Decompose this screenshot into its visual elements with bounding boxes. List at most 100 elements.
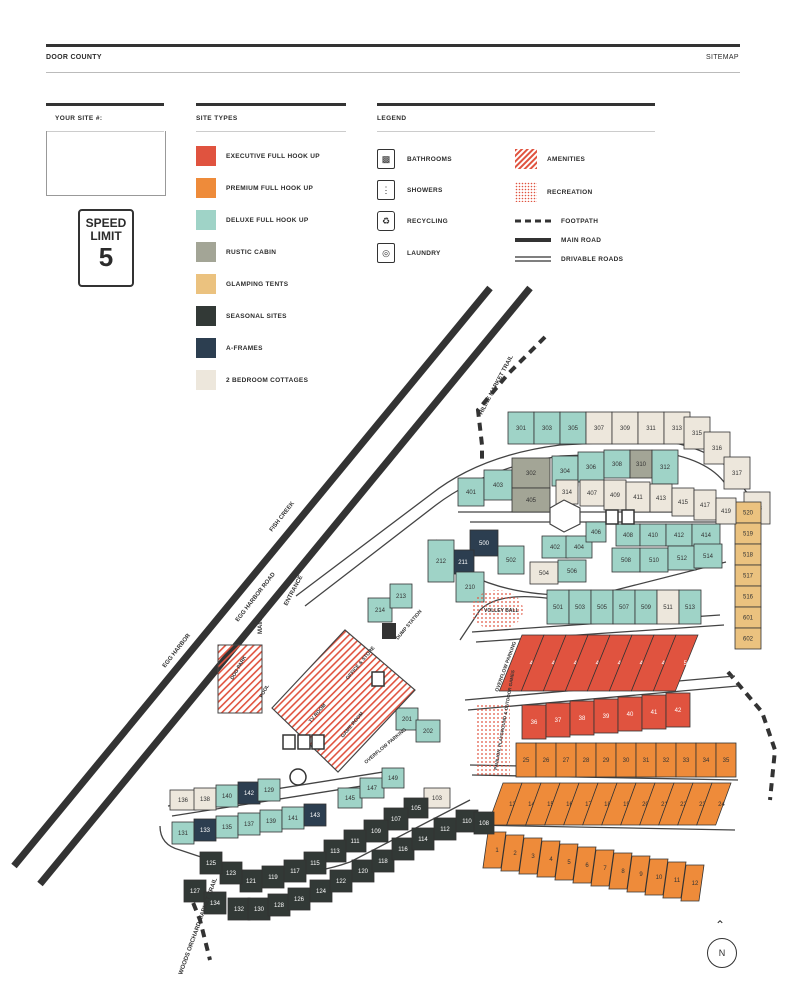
campsite-116[interactable]: 116	[391, 837, 415, 861]
campsite-301[interactable]: 301	[507, 411, 535, 445]
campsite-123[interactable]: 123	[219, 861, 243, 885]
campsite-36[interactable]: 36	[521, 704, 547, 740]
campsite-lot[interactable]	[557, 559, 587, 583]
campsite-122[interactable]: 122	[329, 869, 353, 893]
campsite-149[interactable]: 149	[381, 767, 405, 789]
campsite-409[interactable]: 409	[603, 479, 627, 511]
campsite-113[interactable]: 113	[323, 839, 347, 863]
campsite-303[interactable]: 303	[533, 411, 561, 445]
campsite-112[interactable]: 112	[433, 817, 457, 841]
dog-park-pool-area[interactable]	[217, 644, 263, 714]
campsite-517[interactable]: 517	[734, 564, 762, 587]
campsite-1[interactable]: 1	[482, 831, 507, 869]
campsite-317[interactable]: 317	[723, 456, 751, 490]
campsite-411[interactable]: 411	[625, 481, 651, 513]
campsite-406[interactable]: 406	[585, 521, 607, 543]
campsite-lot[interactable]	[457, 477, 485, 507]
campsite-119[interactable]: 119	[261, 865, 285, 889]
campsite-lot[interactable]	[383, 807, 409, 831]
campsite-3[interactable]: 3	[518, 837, 543, 875]
campsite-5[interactable]: 5	[554, 843, 579, 881]
campsite-2[interactable]: 2	[500, 834, 525, 872]
campsite-lot[interactable]	[389, 583, 413, 609]
campsite-311[interactable]: 311	[637, 411, 665, 445]
campsite-108[interactable]: 108	[473, 811, 495, 835]
campsite-103[interactable]: 103	[423, 787, 451, 809]
volleyball-court[interactable]	[471, 590, 523, 630]
campsite-lot[interactable]	[511, 487, 551, 513]
campsite-403[interactable]: 403	[483, 469, 513, 501]
campsite-120[interactable]: 120	[351, 859, 375, 883]
campsite-506[interactable]: 506	[557, 559, 587, 583]
campsite-lot[interactable]	[203, 891, 227, 915]
campsite-7[interactable]: 7	[590, 849, 615, 887]
campsite-128[interactable]: 128	[267, 893, 291, 917]
campsite-512[interactable]: 512	[667, 545, 697, 571]
campsite-lot[interactable]	[579, 479, 605, 507]
campsite-505[interactable]: 505	[590, 589, 614, 625]
campsite-109[interactable]: 109	[363, 819, 389, 843]
campsite-9[interactable]: 9	[626, 855, 651, 893]
campsite-513[interactable]: 513	[678, 589, 702, 625]
campsite-38[interactable]: 38	[569, 700, 595, 736]
campsite-314[interactable]: 314	[555, 479, 579, 505]
campsite-lot[interactable]	[511, 457, 551, 489]
campsite-312[interactable]: 312	[651, 449, 679, 485]
campsite-25[interactable]: 25	[515, 742, 537, 778]
campsite-28[interactable]: 28	[575, 742, 597, 778]
campsite-500[interactable]: 500	[469, 529, 499, 557]
campsite-lot[interactable]	[554, 843, 579, 881]
campsite-511[interactable]: 511	[656, 589, 680, 625]
campsite-lot[interactable]	[715, 742, 737, 778]
campsite-503[interactable]: 503	[568, 589, 592, 625]
campsite-lot[interactable]	[617, 696, 643, 732]
campsite-142[interactable]: 142	[237, 781, 261, 805]
campsite-lot[interactable]	[323, 839, 347, 863]
campsite-lot[interactable]	[395, 707, 419, 731]
campsite-lot[interactable]	[559, 411, 587, 445]
campsite-32[interactable]: 32	[655, 742, 677, 778]
campsite-lot[interactable]	[199, 851, 223, 875]
campsite-520[interactable]: 520	[734, 501, 762, 524]
campsite-lot[interactable]	[611, 411, 639, 445]
campsite-202[interactable]: 202	[415, 719, 441, 743]
campsite-140[interactable]: 140	[215, 784, 239, 808]
campsite-lot[interactable]	[723, 456, 751, 490]
campsite-lot[interactable]	[257, 778, 281, 802]
campsite-213[interactable]: 213	[389, 583, 413, 609]
campsite-211[interactable]: 211	[451, 549, 475, 575]
campsite-24[interactable]: 24	[696, 782, 732, 826]
campsite-lot[interactable]	[536, 840, 561, 878]
campsite-407[interactable]: 407	[579, 479, 605, 507]
campsite-29[interactable]: 29	[595, 742, 617, 778]
campsite-417[interactable]: 417	[693, 489, 717, 521]
campsite-415[interactable]: 415	[671, 487, 695, 517]
campsite-lot[interactable]	[427, 539, 455, 583]
campsite-lot[interactable]	[521, 704, 547, 740]
campsite-129[interactable]: 129	[257, 778, 281, 802]
campsite-302[interactable]: 302	[511, 457, 551, 489]
campsite-lot[interactable]	[715, 497, 737, 525]
campsite-111[interactable]: 111	[343, 829, 367, 853]
campsite-514[interactable]: 514	[693, 543, 723, 569]
campsite-139[interactable]: 139	[259, 809, 283, 833]
campsite-309[interactable]: 309	[611, 411, 639, 445]
campsite-lot[interactable]	[545, 702, 571, 738]
campsite-lot[interactable]	[572, 846, 597, 884]
campsite-118[interactable]: 118	[371, 849, 395, 873]
campsite-212[interactable]: 212	[427, 539, 455, 583]
campsite-50[interactable]: 50	[652, 634, 699, 692]
campsite-402[interactable]: 402	[541, 535, 569, 559]
campsite-34[interactable]: 34	[695, 742, 717, 778]
campsite-602[interactable]: 602	[734, 627, 762, 650]
campsite-412[interactable]: 412	[665, 523, 693, 547]
campsite-8[interactable]: 8	[608, 852, 633, 890]
campsite-lot[interactable]	[626, 855, 651, 893]
campsite-135[interactable]: 135	[215, 815, 239, 839]
campsite-308[interactable]: 308	[603, 449, 631, 479]
campsite-lot[interactable]	[371, 849, 395, 873]
campsite-519[interactable]: 519	[734, 522, 762, 545]
campsite-lot[interactable]	[183, 879, 207, 903]
campsite-408[interactable]: 408	[615, 523, 641, 547]
campsite-lot[interactable]	[473, 811, 495, 835]
